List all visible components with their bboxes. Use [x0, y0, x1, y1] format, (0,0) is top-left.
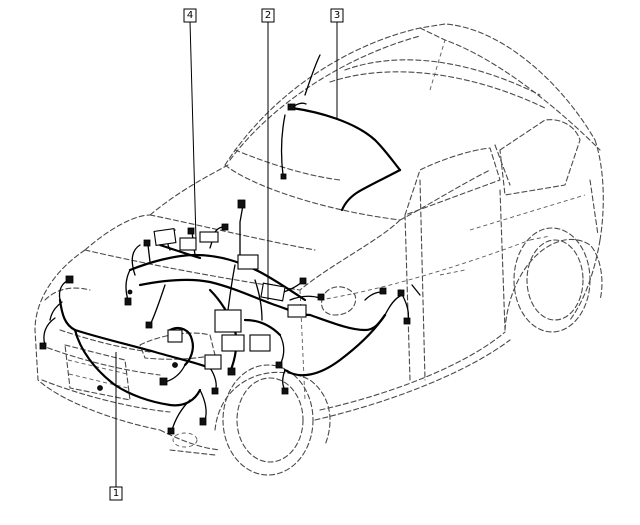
harness-3-a-pillar-line [340, 168, 402, 212]
vehicle-outline [34, 23, 604, 476]
leader-line-4 [189, 20, 197, 241]
callout-label-2: 2 [265, 10, 271, 21]
callout-box-3 [330, 8, 344, 23]
callout-box-2 [261, 8, 275, 23]
harness-3-roof-line [290, 106, 402, 172]
callout-label-3: 3 [334, 10, 340, 21]
callouts: 4 2 3 1 [109, 8, 344, 501]
callout-box-4 [183, 8, 197, 23]
callout-label-4: 4 [187, 10, 193, 21]
callout-label-1: 1 [113, 488, 119, 499]
wiring-harness [39, 54, 421, 435]
callout-box-1 [109, 486, 123, 501]
